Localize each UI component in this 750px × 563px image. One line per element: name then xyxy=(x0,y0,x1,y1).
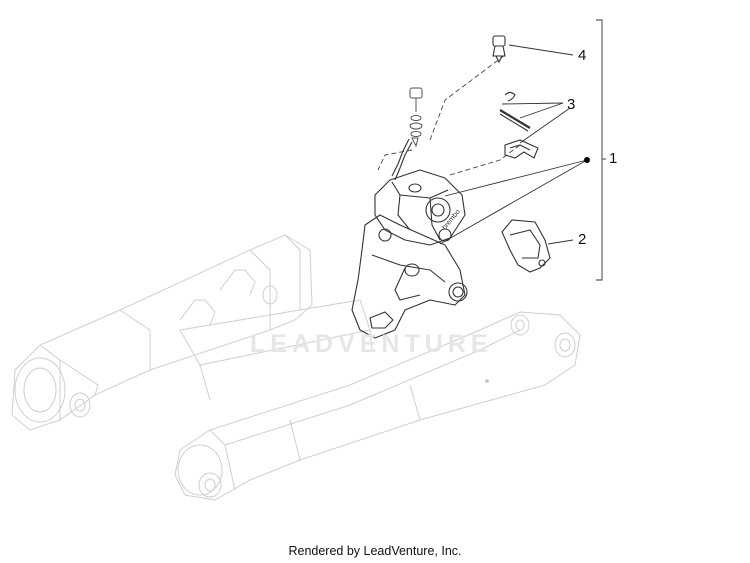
pad-pin-spring-part xyxy=(499,91,539,159)
brake-pad-part xyxy=(501,219,551,273)
swingarm-ghost xyxy=(11,234,581,501)
callout-4: 4 xyxy=(578,47,587,64)
footer-credit: Rendered by LeadVenture, Inc. xyxy=(288,544,462,558)
brake-caliper-assembly: brembo xyxy=(351,138,468,339)
callout-leaders xyxy=(439,19,606,281)
callout-2: 2 xyxy=(578,231,587,248)
watermark-text: LEADVENTURE xyxy=(250,330,493,358)
assembly-leader-dashes xyxy=(377,54,521,176)
bleed-screw-part xyxy=(492,35,506,64)
callout-3: 3 xyxy=(567,96,576,113)
callout-1: 1 xyxy=(609,150,618,167)
caliper-bolt-stack xyxy=(409,87,423,148)
